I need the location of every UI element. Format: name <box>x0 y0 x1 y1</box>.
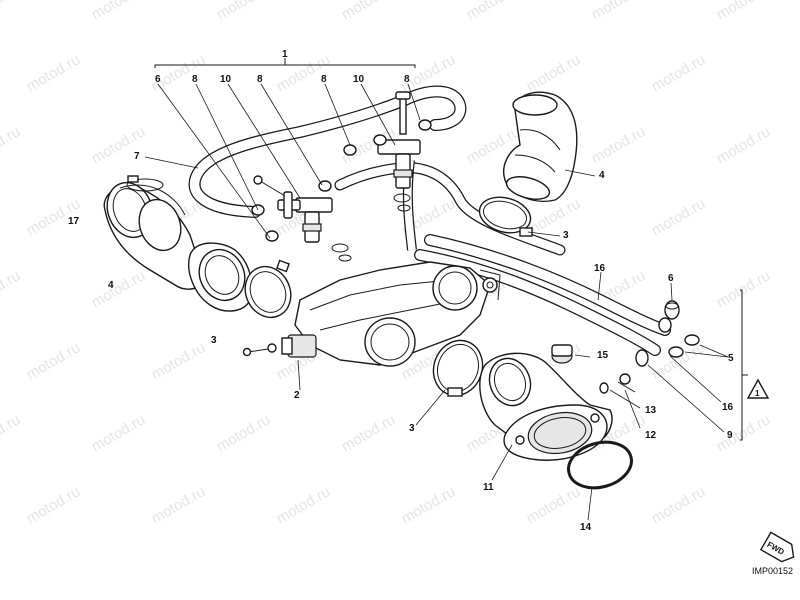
throttle-body <box>242 261 501 367</box>
callout-9: 9 <box>727 430 733 441</box>
watermark-text: motod.ru <box>714 267 774 311</box>
watermark-text: motod.ru <box>0 267 23 311</box>
watermark-text: motod.ru <box>524 51 584 95</box>
callout-8-b: 8 <box>257 74 263 85</box>
watermark-text: motod.ru <box>589 123 649 167</box>
watermark-text: motod.ru <box>714 411 774 455</box>
callout-labels: 1 6 8 10 8 8 10 8 7 17 4 4 3 3 3 2 16 6 … <box>68 49 760 533</box>
hose-caps <box>635 300 700 367</box>
image-code: IMP00152 <box>752 566 793 576</box>
callout-15: 15 <box>597 350 609 361</box>
callout-10-b: 10 <box>353 74 365 85</box>
watermark-text: motod.ru <box>0 0 23 23</box>
watermark-text: motod.ru <box>89 411 149 455</box>
watermark-text: motod.ru <box>339 0 399 23</box>
watermark-text: motod.ru <box>649 195 709 239</box>
watermark-text: motod.ru <box>339 411 399 455</box>
small-fasteners <box>551 344 636 394</box>
group-bracket-1 <box>154 58 416 68</box>
callout-6-right: 6 <box>668 273 674 284</box>
watermark-text: motod.ru <box>649 483 709 527</box>
watermark-text: motod.ru <box>89 267 149 311</box>
watermark-text: motod.ru <box>464 0 524 23</box>
callout-13: 13 <box>645 405 657 416</box>
callout-17: 17 <box>68 216 80 227</box>
forward-direction-badge: FWD <box>759 531 795 563</box>
watermark-text: motod.ru <box>24 51 84 95</box>
group-bracket-right <box>740 289 770 441</box>
watermark-text: motod.ru <box>714 123 774 167</box>
watermark-text: motod.ru <box>274 483 334 527</box>
callout-16-top: 16 <box>594 263 606 274</box>
callout-2: 2 <box>294 390 300 401</box>
watermark-text: motod.ru <box>0 411 23 455</box>
watermark-text: motod.ru <box>0 123 23 167</box>
callout-4-left: 4 <box>108 280 114 291</box>
hose-clamps <box>432 196 533 397</box>
callout-8-d: 8 <box>404 74 410 85</box>
callout-7: 7 <box>134 151 140 162</box>
callout-3-right: 3 <box>563 230 569 241</box>
callout-3-left: 3 <box>211 335 217 346</box>
watermark-text: motod.ru <box>149 339 209 383</box>
watermark-text: motod.ru <box>24 339 84 383</box>
watermark-text: motod.ru <box>649 51 709 95</box>
callout-11: 11 <box>483 482 494 493</box>
intake-duct-left <box>103 175 206 290</box>
watermark-text: motod.ru <box>714 0 774 23</box>
injectors <box>251 91 432 262</box>
watermark-text: motod.ru <box>89 0 149 23</box>
callout-1-box: 1 <box>755 389 760 398</box>
intake-boot-left <box>188 242 292 319</box>
o-ring-14 <box>567 440 633 490</box>
callout-8-a: 8 <box>192 74 198 85</box>
watermark-text: motod.ru <box>214 0 274 23</box>
callout-1-top: 1 <box>282 49 288 60</box>
callout-5: 5 <box>728 353 734 364</box>
callout-16-bottom: 16 <box>722 402 734 413</box>
callout-14: 14 <box>580 522 592 533</box>
watermark-text: motod.ru <box>524 483 584 527</box>
callout-6-top: 6 <box>155 74 161 85</box>
callout-3-mid: 3 <box>409 423 415 434</box>
group-marker-triangle <box>746 378 770 399</box>
callout-8-c: 8 <box>321 74 327 85</box>
hose-assembly <box>188 85 671 356</box>
watermark-text: motod.ru <box>399 483 459 527</box>
callout-12: 12 <box>645 430 657 441</box>
watermark-text: motod.ru <box>214 411 274 455</box>
watermark-text: motod.ru <box>589 0 649 23</box>
watermark-text: motod.ru <box>24 483 84 527</box>
callout-10-a: 10 <box>220 74 232 85</box>
leader-lines <box>144 83 729 521</box>
callout-4-right: 4 <box>599 170 605 181</box>
intake-manifold <box>479 352 613 461</box>
watermark-text: motod.ru <box>149 483 209 527</box>
intake-duct-right <box>503 91 578 202</box>
